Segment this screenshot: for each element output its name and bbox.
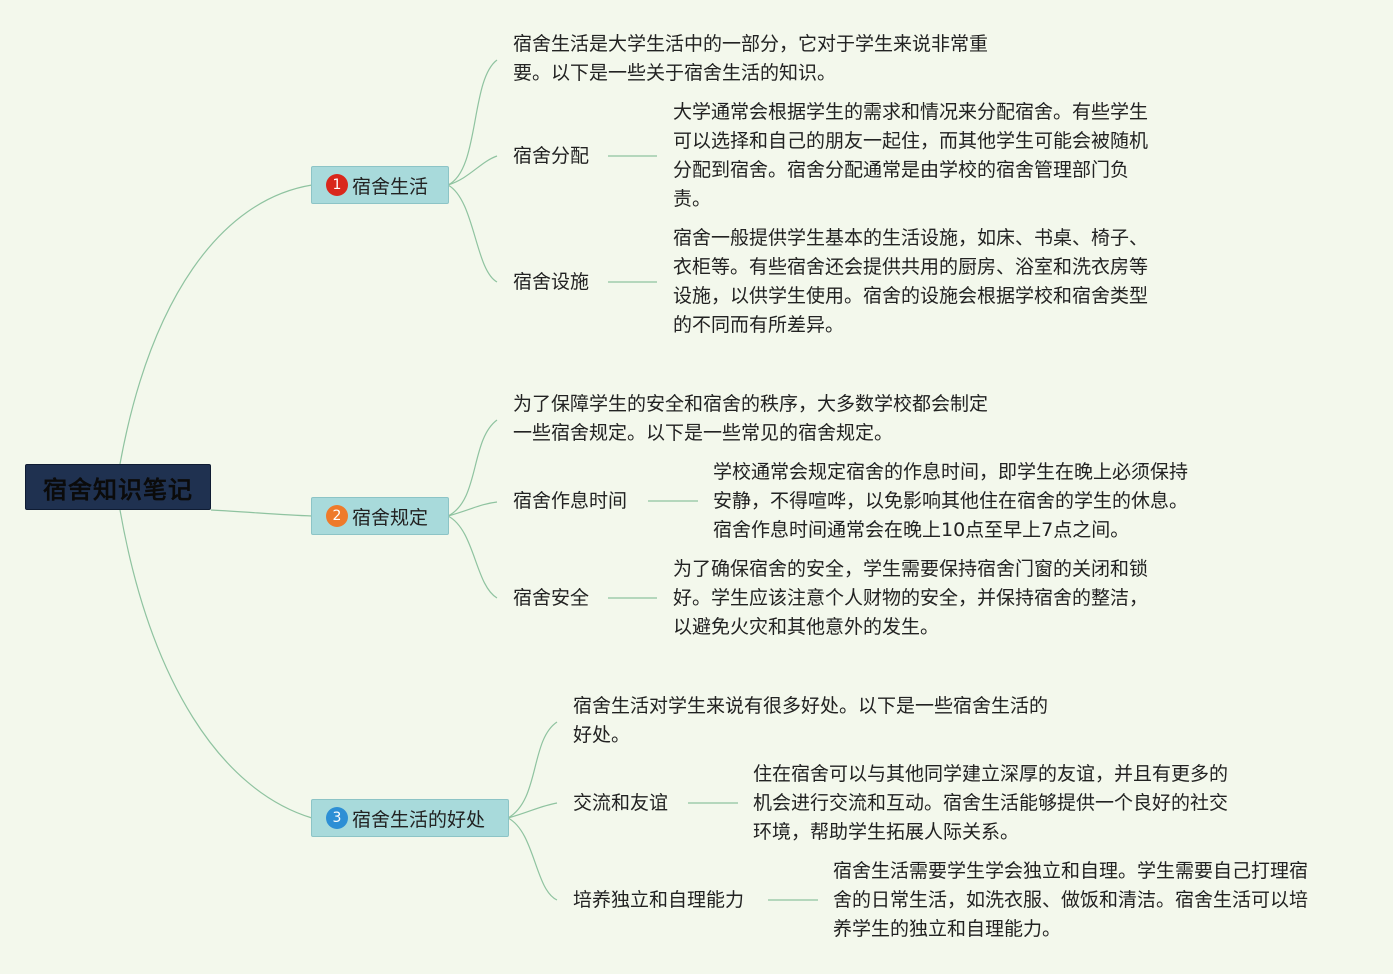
branch-intro: 为了保障学生的安全和宿舍的秩序，大多数学校都会制定 一些宿舍规定。以下是一些常见…: [513, 393, 989, 444]
branch-intro: 宿舍生活对学生来说有很多好处。以下是一些宿舍生活的 好处。: [573, 695, 1049, 746]
child-topic-label[interactable]: 交流和友谊: [573, 792, 669, 814]
child-topic-label[interactable]: 培养独立和自理能力: [573, 889, 745, 911]
number-badge-icon: 1: [326, 174, 348, 196]
child-topic-detail: 宿舍一般提供学生基本的生活设施，如床、书桌、椅子、 衣柜等。有些宿舍还会提供共用…: [673, 227, 1149, 336]
root-title: 宿舍知识笔记: [43, 475, 193, 504]
child-topic-label[interactable]: 宿舍设施: [513, 271, 590, 293]
child-topic-label[interactable]: 宿舍作息时间: [513, 490, 628, 512]
branch-title: 宿舍规定: [352, 506, 429, 529]
number-badge-icon: 3: [326, 807, 348, 829]
branch-title: 宿舍生活的好处: [352, 808, 486, 831]
child-topic-detail: 学校通常会规定宿舍的作息时间，即学生在晚上必须保持 安静，不得喧哗，以免影响其他…: [713, 461, 1189, 541]
child-topic-detail: 为了确保宿舍的安全，学生需要保持宿舍门窗的关闭和锁 好。学生应该注意个人财物的安…: [673, 558, 1149, 638]
branch-title: 宿舍生活: [352, 175, 429, 198]
branch-node-3[interactable]: 3 宿舍生活的好处: [311, 799, 509, 837]
branch-node-2[interactable]: 2 宿舍规定: [311, 497, 449, 535]
child-topic-label[interactable]: 宿舍分配: [513, 145, 590, 167]
root-node[interactable]: 宿舍知识笔记: [25, 464, 211, 510]
branch-intro: 宿舍生活是大学生活中的一部分，它对于学生来说非常重 要。以下是一些关于宿舍生活的…: [513, 33, 989, 84]
child-topic-detail: 住在宿舍可以与其他同学建立深厚的友谊，并且有更多的 机会进行交流和互动。宿舍生活…: [753, 763, 1229, 843]
child-topic-label[interactable]: 宿舍安全: [513, 587, 590, 609]
branch-node-1[interactable]: 1 宿舍生活: [311, 166, 449, 204]
child-topic-detail: 宿舍生活需要学生学会独立和自理。学生需要自己打理宿 舍的日常生活，如洗衣服、做饭…: [833, 860, 1309, 940]
number-badge-icon: 2: [326, 505, 348, 527]
child-topic-detail: 大学通常会根据学生的需求和情况来分配宿舍。有些学生 可以选择和自己的朋友一起住，…: [673, 101, 1149, 210]
